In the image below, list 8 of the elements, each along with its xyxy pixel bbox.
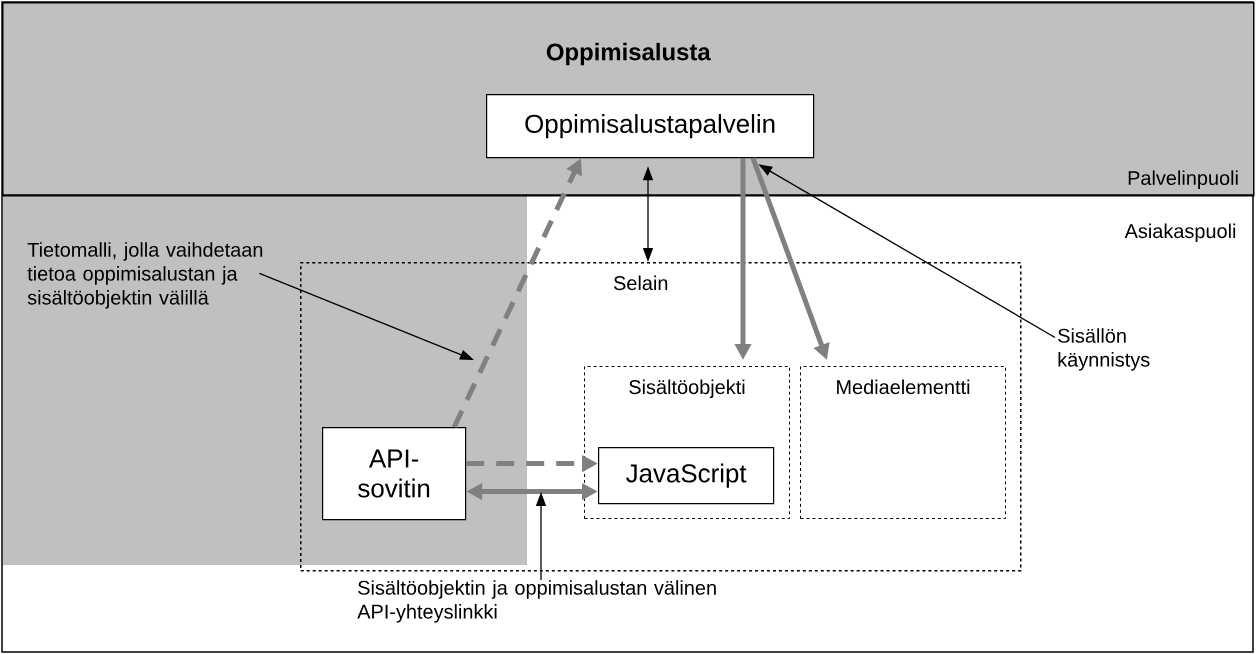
annotation-text: Sisällön käynnistys <box>1058 328 1150 371</box>
container-box: Mediaelementti <box>800 366 1006 519</box>
process-box: API-sovitin <box>322 427 467 521</box>
process-box: JavaScript <box>598 447 775 505</box>
annotation-text: Sisältöobjektin ja oppimisalustan välinen API-yhteyslinkki <box>357 580 716 623</box>
process-box: Oppimisalustapalvelin <box>486 94 815 159</box>
region-label: Asiakaspuoli <box>1124 223 1236 243</box>
annotation-text: Tietomalli, jolla vaihdetaan tietoa oppimisalustan ja sisältöobjektin välillä <box>27 242 263 309</box>
